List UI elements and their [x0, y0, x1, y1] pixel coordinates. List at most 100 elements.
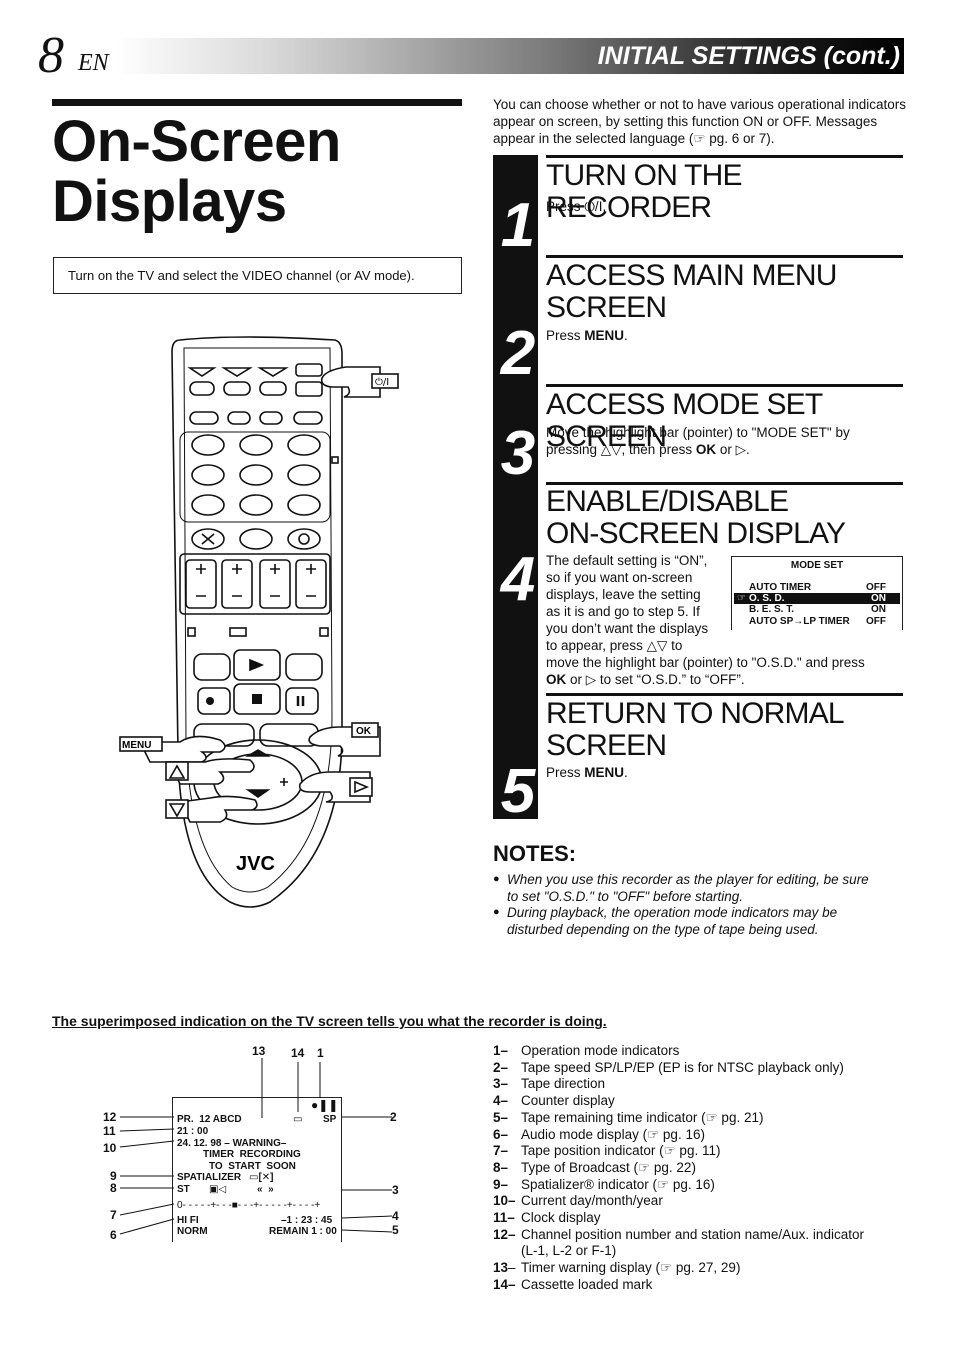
legend-text: Tape speed SP/LP/EP (EP is for NTSC play… [521, 1059, 844, 1075]
legend-text: Cassette loaded mark [521, 1276, 653, 1292]
legend-text: Current day/month/year [521, 1193, 663, 1209]
cassette-icon: ▭ [293, 1114, 303, 1125]
legend-item: 2– Tape speed SP/LP/EP (EP is for NTSC pl… [493, 1060, 913, 1077]
legend-item: 10– Current day/month/year [493, 1193, 913, 1210]
legend-text: Tape position indicator (☞ pg. 11) [521, 1143, 721, 1159]
step-number-4: 4 [500, 545, 536, 614]
legend-text: Channel position number and station name… [521, 1226, 864, 1242]
legend-item: (L-1, L-2 or F-1) [493, 1243, 913, 1260]
remote-ok-label: OK [356, 726, 372, 737]
page-language: EN [78, 50, 109, 76]
remote-menu-label: MENU [122, 740, 151, 751]
legend-item: 12– Channel position number and station n… [493, 1227, 913, 1244]
legend-text: Spatializer® indicator (☞ pg. 16) [521, 1176, 715, 1192]
legend-item: 4– Counter display [493, 1093, 913, 1110]
legend-text: Timer warning display (☞ pg. 27, 29) [521, 1260, 741, 1276]
step-rule-2 [546, 255, 903, 258]
callout-7: 7 [110, 1208, 117, 1222]
legend-text: Type of Broadcast (☞ pg. 22) [521, 1159, 696, 1175]
legend-item: 3– Tape direction [493, 1076, 913, 1093]
step-strip [493, 155, 538, 819]
step-rule-5 [546, 693, 903, 696]
legend-number: 1– [493, 1043, 509, 1058]
callout-14: 14 [291, 1046, 305, 1060]
callout-12: 12 [103, 1110, 117, 1124]
remote-brand-logo: JVC [236, 853, 275, 875]
legend-number: 9– [493, 1176, 509, 1192]
notes-heading: NOTES: [493, 841, 577, 866]
legend-number: 6– [493, 1126, 509, 1142]
note-item: ●During playback, the operation mode ind… [493, 905, 838, 937]
legend-text: Tape direction [521, 1076, 606, 1092]
section-title: INITIAL SETTINGS (cont.) [597, 42, 900, 70]
callout-5: 5 [392, 1223, 399, 1237]
callout-2: 2 [390, 1110, 397, 1124]
page-header: 8 EN INITIAL SETTINGS (cont.) [38, 30, 904, 82]
step-3-body: Move the highlight bar (pointer) to "MOD… [546, 425, 850, 457]
legend-item: 6– Audio mode display (☞ pg. 16) [493, 1127, 913, 1144]
legend-text: Counter display [521, 1093, 615, 1109]
legend-item: 1– Operation mode indicators [493, 1043, 913, 1060]
legend-number: 8– [493, 1159, 509, 1175]
legend-number: 4– [493, 1093, 509, 1109]
step-number-2: 2 [500, 319, 536, 388]
legend-number: 12– [493, 1226, 516, 1242]
legend-text: Audio mode display (☞ pg. 16) [521, 1126, 705, 1142]
superimposed-heading: The superimposed indication on the TV sc… [52, 1013, 607, 1029]
step-4-body: The default setting is “ON”, so if you w… [546, 553, 865, 687]
legend-number: 10– [493, 1193, 516, 1209]
legend-item: 14– Cassette loaded mark [493, 1277, 913, 1294]
step-number-5: 5 [500, 757, 536, 826]
step-3-heading: ACCESS MODE SET SCREEN [546, 388, 823, 453]
legend-text: Operation mode indicators [521, 1043, 680, 1058]
legend-item: 13– Timer warning display (☞ pg. 27, 29) [493, 1260, 913, 1277]
page-title: On-Screen Displays [52, 109, 341, 234]
pause-icon: ●❚❚ [311, 1098, 339, 1112]
indicator-legend: 1– Operation mode indicators 2– Tape speed … [493, 1043, 913, 1294]
callout-11: 11 [103, 1124, 116, 1138]
legend-number: 14– [493, 1276, 516, 1292]
legend-number: 3– [493, 1076, 509, 1092]
remote-power-label: ⏻/I [375, 377, 389, 388]
legend-text: Tape remaining time indicator (☞ pg. 21) [521, 1109, 764, 1125]
step-rule-3 [546, 384, 903, 387]
callout-9: 9 [110, 1169, 117, 1183]
callout-3: 3 [392, 1183, 399, 1197]
legend-number: 13– [493, 1260, 516, 1276]
header-gradient-bar [116, 38, 904, 74]
step-2-body: Press MENU. [546, 328, 628, 343]
mode-set-row: B. E. S. T.ON [749, 604, 886, 615]
tv-instruction-box: Turn on the TV and select the VIDEO chan… [53, 257, 462, 294]
callout-lines [119, 1058, 393, 1235]
legend-number: 11– [493, 1210, 515, 1226]
legend-item: 8– Type of Broadcast (☞ pg. 22) [493, 1160, 913, 1177]
legend-number: 2– [493, 1059, 509, 1075]
page-number: 8 [38, 27, 64, 84]
pointer-icon: ☞ [737, 593, 746, 604]
audio-mode-icon: ▣◁ [209, 1184, 227, 1195]
legend-item: 9– Spatializer® indicator (☞ pg. 16) [493, 1177, 913, 1194]
intro-text: You can choose whether or not to have va… [493, 97, 907, 146]
legend-text: Clock display [521, 1210, 601, 1226]
spatializer-icon: ▭[✕] [249, 1172, 274, 1183]
note-item: ●When you use this recorder as the playe… [493, 872, 869, 904]
mode-set-title: MODE SET [790, 560, 844, 571]
step-1-body: Press ⏻/I. [546, 199, 607, 214]
step-number-1: 1 [500, 191, 536, 260]
step-rule-4 [546, 482, 903, 485]
callout-13: 13 [252, 1044, 266, 1058]
legend-item: 11– Clock display [493, 1210, 913, 1227]
title-rule [52, 99, 462, 106]
legend-item: 5– Tape remaining time indicator (☞ pg. 2… [493, 1110, 913, 1127]
callout-4: 4 [392, 1209, 399, 1223]
osd-screen-diagram: PR. 12 ABCD 21 : 00 24. 12. 98 – WARNING… [172, 1097, 342, 1242]
step-1-heading: TURN ON THE RECORDER [546, 159, 742, 224]
remote-control-illustration: MENU OK ⏻/I JVC [119, 336, 399, 908]
legend-number: 5– [493, 1109, 509, 1125]
